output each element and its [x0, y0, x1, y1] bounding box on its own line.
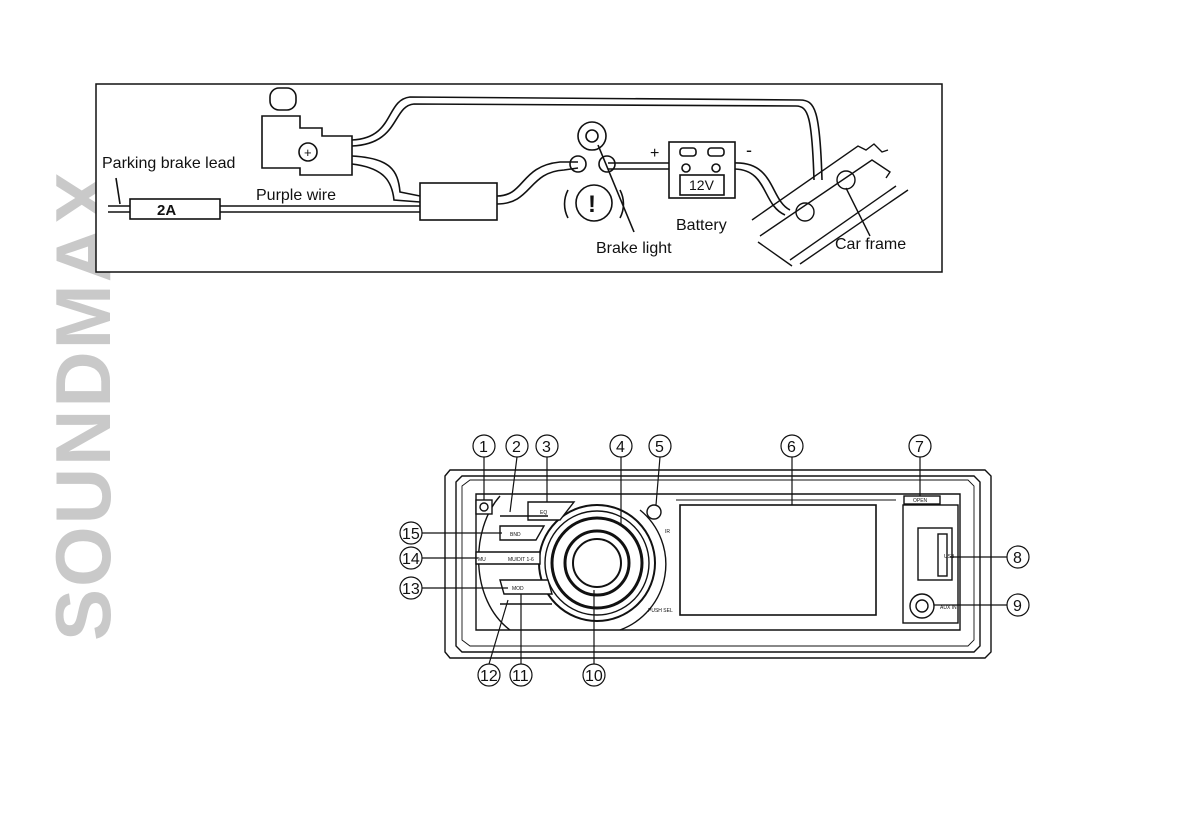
fuse-label: 2A [157, 202, 176, 219]
callout-11: 11 [512, 668, 529, 685]
open-button[interactable]: OPEN [913, 498, 928, 504]
purple-wire-label: Purple wire [256, 187, 336, 204]
car-frame-label: Car frame [835, 236, 906, 253]
callout-12: 12 [480, 668, 498, 685]
mod-button[interactable]: MOD [512, 586, 524, 592]
eq-button[interactable]: EQ [540, 510, 547, 516]
callout-4: 4 [616, 439, 625, 456]
callout-6: 6 [787, 439, 796, 456]
aux-in-label: AUX IN [940, 605, 957, 611]
battery-voltage: 12V [689, 177, 715, 193]
callout-10: 10 [585, 668, 603, 685]
car-frame [751, 143, 909, 267]
callouts [399, 434, 1030, 687]
callout-numbers: 1 2 3 4 5 6 7 8 9 10 11 12 13 14 15 [402, 439, 1022, 685]
push-sel-label: PUSH SEL [648, 608, 673, 614]
wires [108, 96, 823, 216]
mu-label: MU [478, 557, 486, 563]
brake-light [563, 121, 635, 233]
relay-box [419, 182, 498, 221]
wiring-frame [95, 83, 943, 273]
fuse [129, 198, 221, 220]
svg-text:+: + [304, 145, 312, 160]
callout-13: 13 [402, 581, 420, 598]
callout-15: 15 [402, 526, 420, 543]
callout-2: 2 [512, 439, 521, 456]
callout-14: 14 [402, 551, 420, 568]
callout-9: 9 [1013, 598, 1022, 615]
callout-8: 8 [1013, 550, 1022, 567]
parking-brake-lead-label: Parking brake lead [102, 155, 235, 172]
plug-connector: + [261, 87, 353, 176]
mute-button[interactable]: MU/DIT 1-6 [508, 557, 534, 563]
bnd-button[interactable]: BND [510, 532, 521, 538]
battery-label: Battery [676, 217, 727, 234]
warning-icon: ! [588, 191, 596, 218]
front-panel [444, 469, 992, 659]
minus-sign: - [746, 140, 752, 160]
callout-3: 3 [542, 439, 551, 456]
callout-7: 7 [915, 439, 924, 456]
plus-sign: + [650, 145, 659, 162]
brake-light-label: Brake light [596, 240, 672, 257]
ir-label: IR [665, 529, 670, 535]
usb-label: USB [944, 554, 955, 560]
callout-1: 1 [479, 439, 488, 456]
callout-5: 5 [655, 439, 664, 456]
battery [668, 141, 736, 199]
